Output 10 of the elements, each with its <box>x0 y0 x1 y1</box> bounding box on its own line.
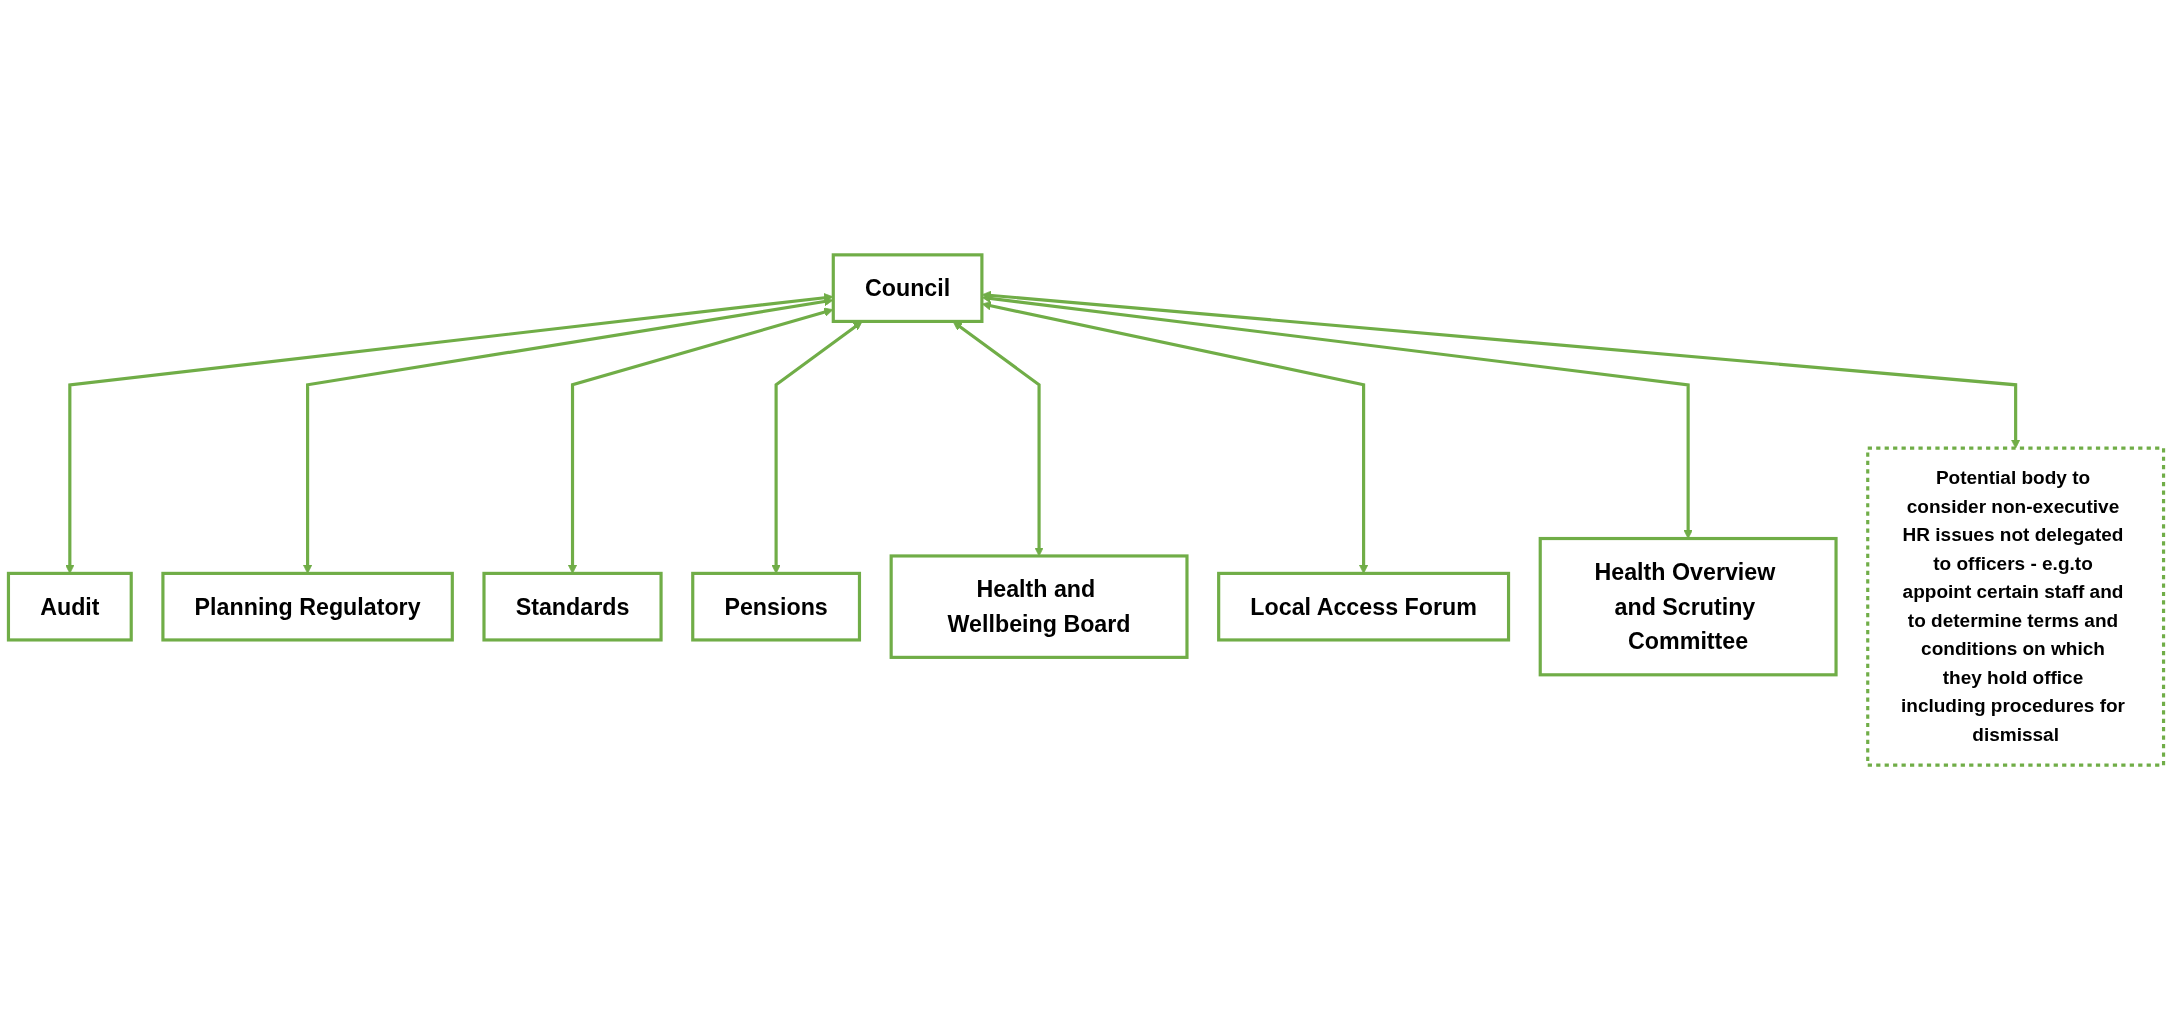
node-box: Local Access Forum <box>1217 571 1511 642</box>
node-box: Health and Wellbeing Board <box>889 554 1189 659</box>
node-box: Council <box>831 253 984 323</box>
node-box: Potential body to consider non-executive HR issues not delegated to officers - e.g.to appoint certain staff and to determine terms and conditions on which they hold office including procedures for dismissal <box>1866 446 2166 767</box>
node-box: Pensions <box>691 571 862 642</box>
arrow <box>771 321 863 574</box>
node-box: Health Overview and Scrutiny Committee <box>1538 536 1838 677</box>
node-box: Planning Regulatory <box>161 571 454 642</box>
node-box: Standards <box>482 571 663 642</box>
node-box: Audit <box>6 571 133 642</box>
